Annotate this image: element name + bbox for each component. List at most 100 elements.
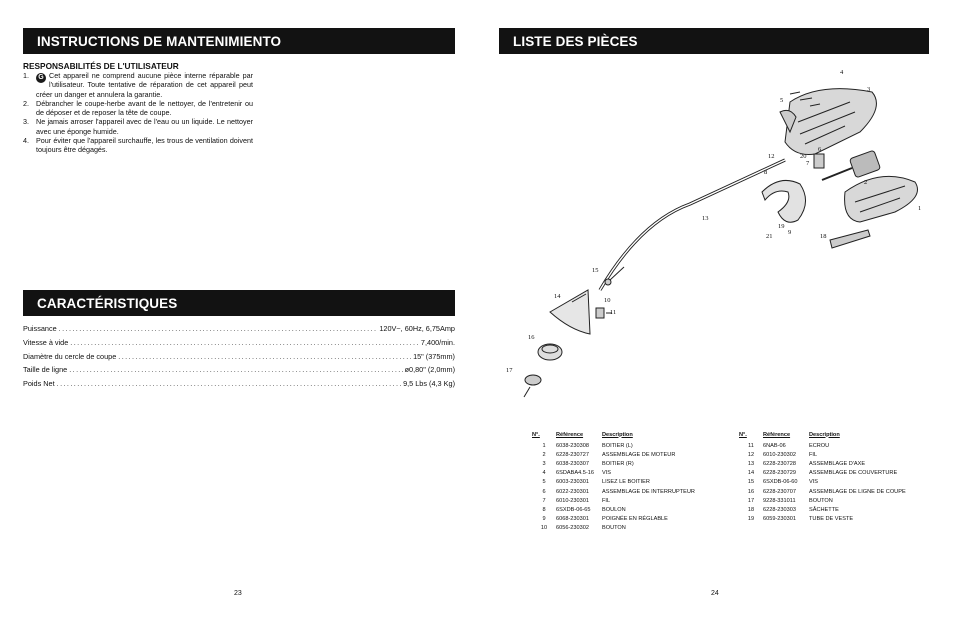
housing-left-drawing	[844, 175, 918, 223]
spec-row: Puissance ..............................…	[23, 324, 455, 338]
spec-value: ø0,80" (2,0mm)	[404, 365, 455, 375]
part-desc: BOUTON	[602, 525, 626, 532]
guard-drawing	[549, 289, 591, 335]
part-ref: 6056-230302	[556, 525, 589, 532]
part-num: 7	[542, 497, 546, 504]
part-ref: 6228-230303	[763, 506, 796, 513]
spec-row: Poids Net ..............................…	[23, 379, 455, 393]
diagram-label: 13	[702, 215, 709, 222]
instruction-item: 3. Ne jamais arroser l'appareil avec de …	[23, 117, 253, 136]
part-num: 17	[747, 497, 755, 504]
responsibilities-heading: RESPONSABILITÉS DE L'UTILISATEUR	[23, 61, 179, 71]
part-num: 18	[747, 506, 755, 513]
table-row: 12 6010-230302 FIL	[739, 450, 909, 459]
characteristics-section-title: CARACTÉRISTIQUES	[23, 290, 455, 316]
part-desc: SÂCHETTE	[809, 506, 839, 513]
spec-value: 15" (375mm)	[413, 351, 455, 361]
leader-dots: ........................................…	[70, 337, 419, 347]
part-ref: 6SXDB-06-60	[763, 479, 798, 486]
spec-label: Taille de ligne	[23, 365, 68, 375]
col-header-ref: Référence	[556, 431, 584, 438]
part-num: 3	[542, 460, 546, 467]
table-row: 4 6SDABA4.5-16 VIS	[532, 469, 702, 478]
part-num: 14	[747, 470, 755, 477]
part-ref: 6228-230727	[556, 451, 589, 458]
part-ref: 6228-230707	[763, 488, 796, 495]
table-row: 10 6056-230302 BOUTON	[532, 524, 702, 533]
part-desc: VIS	[602, 470, 612, 477]
spec-value: 7,400/min.	[420, 337, 455, 347]
part-desc: LISEZ LE BOITIER	[602, 479, 650, 486]
motor-drawing	[849, 150, 881, 178]
diagram-label: 6	[818, 146, 822, 153]
diagram-label: 12	[768, 153, 775, 160]
instruction-item: 4. Pour éviter que l'appareil surchauffe…	[23, 136, 253, 155]
characteristics-title-text: CARACTÉRISTIQUES	[37, 295, 178, 311]
part-desc: ASSEMBLAGE DE INTERRUPTEUR	[602, 488, 695, 495]
col-header-desc: Description	[809, 431, 840, 438]
part-ref: 6SDABA4.5-16	[556, 470, 594, 477]
diagram-label: 7	[806, 160, 810, 167]
part-ref: 6022-230301	[556, 488, 589, 495]
part-desc: ECROU	[809, 442, 830, 449]
table-row: 13 6228-230728 ASSEMBLAGE D'AXE	[739, 459, 909, 468]
maintenance-section-title: INSTRUCTIONS DE MANTENIMIENTO	[23, 28, 455, 54]
part-ref: 6228-230728	[763, 460, 796, 467]
maintenance-title-text: INSTRUCTIONS DE MANTENIMIENTO	[37, 33, 282, 49]
table-row: 5 6003-230301 LISEZ LE BOITIER	[532, 478, 702, 487]
instruction-text: Cet appareil ne comprend aucune pièce in…	[36, 71, 253, 99]
part-num: 13	[747, 460, 755, 467]
diagram-label: 18	[820, 233, 827, 240]
specifications-list: Puissance ..............................…	[23, 324, 455, 393]
part-num: 12	[747, 451, 755, 458]
col-header-ref: Référence	[763, 431, 791, 438]
part-num: 10	[540, 525, 548, 532]
part-ref: 6068-230301	[556, 516, 589, 523]
part-num: 9	[542, 516, 546, 523]
part-num: 2	[542, 451, 546, 458]
part-num: 4	[542, 470, 546, 477]
table-row: 18 6228-230303 SÂCHETTE	[739, 505, 909, 514]
diagram-label: 19	[778, 223, 785, 230]
instruction-number: 2.	[23, 98, 29, 108]
part-num: 19	[747, 516, 755, 523]
spec-label: Poids Net	[23, 379, 55, 389]
page-number-left: 23	[234, 590, 242, 597]
table-row: 2 6228-230727 ASSEMBLAGE DE MOTEUR	[532, 450, 702, 459]
instruction-text: Débrancher le coupe-herbe avant de le ne…	[36, 98, 253, 118]
part-desc: FIL	[602, 497, 611, 504]
page-number-right: 24	[711, 590, 719, 597]
part-num: 15	[747, 479, 755, 486]
part-desc: BOITIER (L)	[602, 442, 633, 449]
diagram-label: 8	[764, 169, 767, 176]
part-desc: ASSEMBLAGE D'AXE	[809, 460, 866, 467]
diagram-label: 2	[864, 179, 867, 186]
part-desc: FIL	[809, 451, 818, 458]
parts-list-section-title: LISTE DES PIÈCES	[499, 28, 929, 54]
part-ref: 6059-230301	[763, 516, 796, 523]
part-ref: 6010-230302	[763, 451, 796, 458]
part-desc: BOUTON	[809, 497, 833, 504]
col-header-num: N°.	[532, 431, 540, 438]
col-header-num: N°.	[739, 431, 747, 438]
knob-drawing	[524, 374, 542, 386]
leader-dots: ........................................…	[58, 324, 378, 333]
diagram-label: 3	[867, 86, 870, 93]
instruction-number: 4.	[23, 136, 29, 146]
warning-badge-icon: G	[36, 73, 46, 83]
part-ref: 6003-230301	[556, 479, 589, 486]
diagram-label: 1	[918, 205, 921, 212]
part-num: 1	[542, 442, 546, 449]
part-num: 5	[542, 479, 546, 486]
instruction-item: 2. Débrancher le coupe-herbe avant de le…	[23, 99, 253, 118]
part-desc: ASSEMBLAGE DE MOTEUR	[602, 451, 676, 458]
